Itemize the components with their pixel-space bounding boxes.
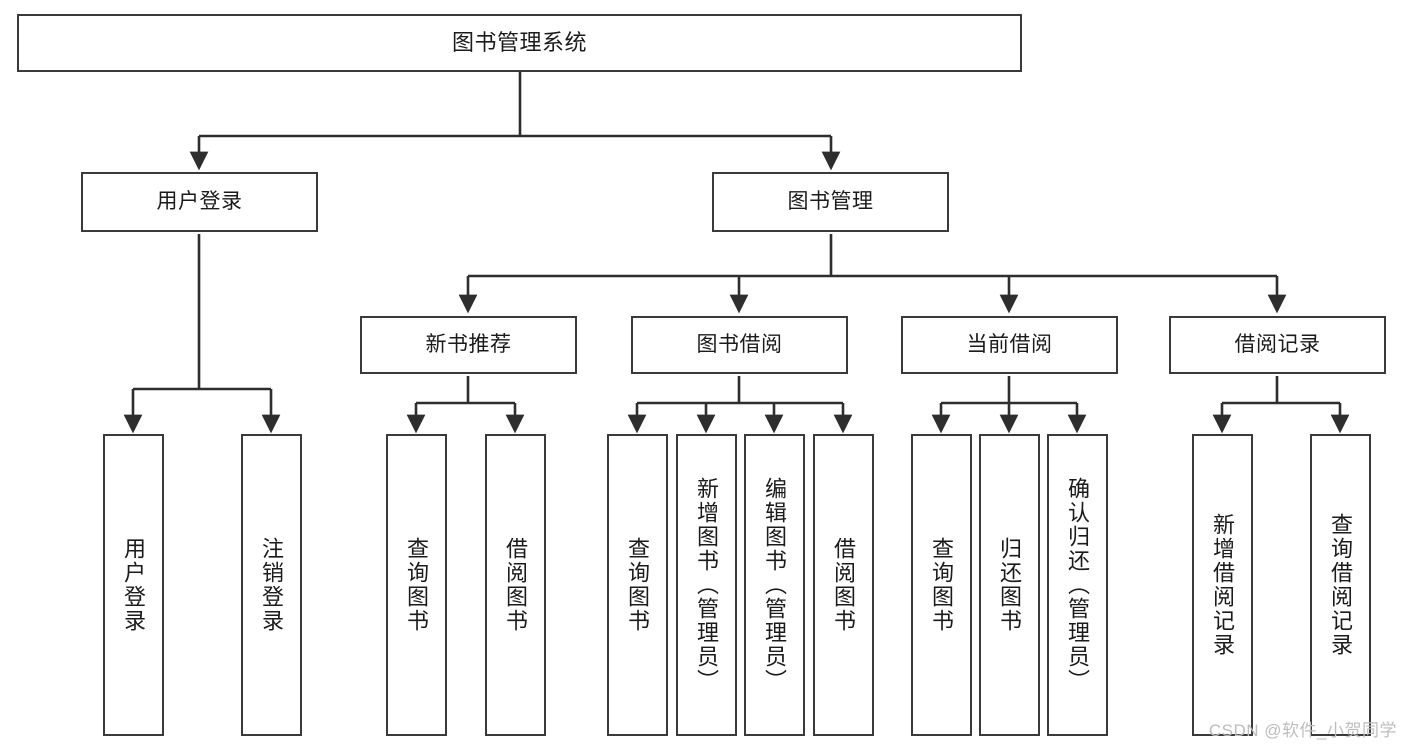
node-current-borrow[interactable]: 当前借阅: [901, 316, 1118, 374]
node-label: 用户登录: [156, 190, 243, 214]
leaf-current-confirm-return-admin[interactable]: 确认归还（管理员）: [1047, 434, 1108, 736]
leaf-borrow-borrow-book[interactable]: 借阅图书: [813, 434, 874, 736]
leaf-new-book-query[interactable]: 查询图书: [386, 434, 447, 736]
leaf-label: 查询借阅记录: [1328, 513, 1354, 657]
leaf-label: 查询图书: [929, 537, 955, 633]
node-book-management[interactable]: 图书管理: [712, 172, 949, 232]
leaf-current-query-book[interactable]: 查询图书: [911, 434, 972, 736]
leaf-record-add-record[interactable]: 新增借阅记录: [1192, 434, 1253, 736]
node-label: 当前借阅: [966, 333, 1053, 357]
leaf-label: 查询图书: [404, 537, 430, 633]
node-book-management-system[interactable]: 图书管理系统: [17, 14, 1022, 72]
leaf-borrow-add-book-admin[interactable]: 新增图书（管理员）: [676, 434, 737, 736]
node-label: 图书管理系统: [451, 29, 587, 55]
leaf-label: 归还图书: [997, 537, 1023, 633]
leaf-borrow-query-book[interactable]: 查询图书: [607, 434, 668, 736]
node-label: 图书管理: [787, 190, 874, 214]
node-user-login[interactable]: 用户登录: [81, 172, 318, 232]
leaf-label: 新增借阅记录: [1210, 513, 1236, 657]
csdn-watermark: CSDN @软件_小贺同学: [1208, 721, 1397, 740]
leaf-label: 用户登录: [121, 537, 147, 633]
leaf-label: 注销登录: [259, 537, 285, 633]
leaf-borrow-edit-book-admin[interactable]: 编辑图书（管理员）: [744, 434, 805, 736]
leaf-user-login-logout[interactable]: 注销登录: [241, 434, 302, 736]
node-book-borrow[interactable]: 图书借阅: [631, 316, 848, 374]
node-label: 图书借阅: [696, 333, 783, 357]
leaf-label: 借阅图书: [831, 537, 857, 633]
leaf-new-book-borrow[interactable]: 借阅图书: [485, 434, 546, 736]
node-new-book-recommend[interactable]: 新书推荐: [360, 316, 577, 374]
leaf-label: 编辑图书（管理员）: [762, 477, 788, 693]
leaf-label: 查询图书: [625, 537, 651, 633]
node-label: 新书推荐: [425, 333, 512, 357]
leaf-user-login-login[interactable]: 用户登录: [103, 434, 164, 736]
node-borrow-record[interactable]: 借阅记录: [1169, 316, 1386, 374]
node-label: 借阅记录: [1234, 333, 1321, 357]
leaf-record-query-record[interactable]: 查询借阅记录: [1310, 434, 1371, 736]
leaf-label: 确认归还（管理员）: [1065, 477, 1091, 693]
leaf-label: 借阅图书: [503, 537, 529, 633]
leaf-current-return-book[interactable]: 归还图书: [979, 434, 1040, 736]
leaf-label: 新增图书（管理员）: [694, 477, 720, 693]
